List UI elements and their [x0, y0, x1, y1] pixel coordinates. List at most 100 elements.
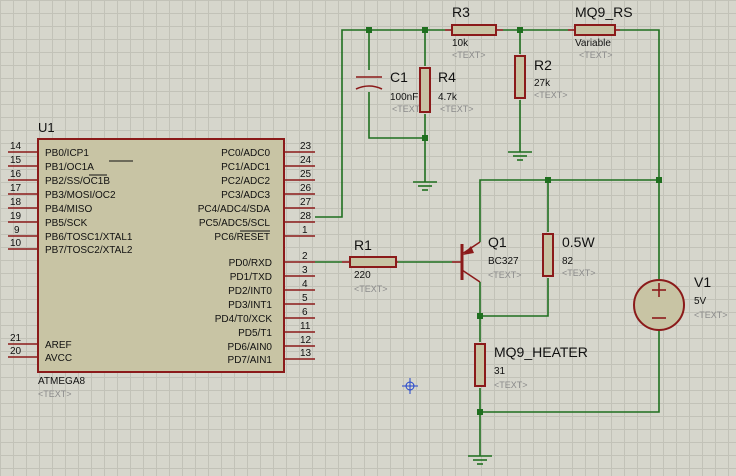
r2-ref: R2: [534, 57, 552, 73]
u1-ref: U1: [38, 120, 55, 135]
pin-label: PC4/ADC4/SDA: [198, 204, 271, 215]
pin-number: 5: [302, 293, 308, 304]
wire-c1-bottom: [368, 92, 425, 139]
pin-label: PD6/AIN0: [228, 342, 273, 353]
resistor-r3[interactable]: R3 10k <TEXT>: [445, 4, 503, 60]
r2-value: 27k: [534, 78, 551, 89]
resistor-r4[interactable]: R4 4.7k <TEXT>: [419, 67, 474, 114]
ground-symbol: [468, 455, 492, 465]
junction-dot: [517, 27, 523, 33]
junction-dot: [477, 409, 483, 415]
junction-dot: [366, 27, 372, 33]
voltage-source-v1[interactable]: V1 5V <TEXT>: [633, 274, 728, 331]
r4-value: 4.7k: [438, 92, 458, 103]
junction-dot: [422, 135, 428, 141]
mq9-rs-value: Variable: [575, 38, 611, 49]
r2-text-tag: <TEXT>: [534, 90, 568, 100]
r1-value: 220: [354, 270, 371, 281]
v1-value: 5V: [694, 296, 707, 307]
pin-number: 21: [10, 333, 22, 344]
pin-label: PC2/ADC2: [221, 176, 270, 187]
r3-ref: R3: [452, 4, 470, 20]
pin-number: 15: [10, 155, 22, 166]
wire-mq9rs-to-v1: [620, 29, 660, 280]
resistor-05w[interactable]: 0.5W 82 <TEXT>: [542, 233, 596, 278]
mq9-rs-ref: MQ9_RS: [575, 4, 633, 20]
pin-label: PD1/TXD: [230, 272, 272, 283]
c1-ref: C1: [390, 69, 408, 85]
wire-r-05w-bottom: [480, 278, 549, 317]
r3-text-tag: <TEXT>: [452, 50, 486, 60]
r4-ref: R4: [438, 69, 456, 85]
pin-number: 9: [14, 225, 20, 236]
wire-v1-to-ground: [480, 330, 660, 413]
mq9-heater-ref: MQ9_HEATER: [494, 344, 588, 360]
r-05w-value: 82: [562, 256, 574, 267]
r-05w-ref: 0.5W: [562, 234, 595, 250]
junction-dot: [422, 27, 428, 33]
pin-number: 18: [10, 197, 22, 208]
wires: [315, 29, 660, 456]
pin-number: 10: [10, 238, 22, 249]
r3-value: 10k: [452, 38, 469, 49]
resistor-r1[interactable]: R1 220 <TEXT>: [342, 237, 398, 294]
u1-part: ATMEGA8: [38, 376, 85, 387]
ground-symbol: [508, 151, 532, 161]
pin-label: PC5/ADC5/SCL: [199, 218, 271, 229]
pin-label: PD7/AIN1: [228, 355, 273, 366]
pin-number: 11: [300, 321, 311, 332]
pin-number: 6: [302, 307, 308, 318]
wire-collector-rail: [479, 179, 659, 242]
pin-number: 26: [300, 183, 312, 194]
q1-value: BC327: [488, 256, 519, 267]
pin-label: AVCC: [45, 353, 72, 364]
pin-label: PB5/SCK: [45, 218, 88, 229]
q1-ref: Q1: [488, 234, 507, 250]
pin-label: PB4/MISO: [45, 204, 92, 215]
pin-label: PB0/ICP1: [45, 148, 89, 159]
pin-label: PB6/TOSC1/XTAL1: [45, 232, 133, 243]
resistor-mq9-rs[interactable]: MQ9_RS Variable <TEXT>: [568, 4, 633, 60]
pin-label: PD2/INT0: [228, 286, 272, 297]
v1-ref: V1: [694, 274, 711, 290]
pin-number: 1: [302, 225, 308, 236]
pin-number: 27: [300, 197, 312, 208]
microcontroller-u1[interactable]: U1 ATMEGA8 <TEXT> 14 15 16 17 18 19 9 10…: [8, 120, 315, 399]
c1-text-tag: <TEXT>: [392, 104, 426, 114]
resistor-mq9-heater[interactable]: MQ9_HEATER 31 <TEXT>: [474, 343, 588, 390]
v1-text-tag: <TEXT>: [694, 310, 728, 320]
capacitor-c1[interactable]: C1 100nF <TEXT>: [355, 69, 426, 114]
pin-number: 4: [302, 279, 308, 290]
pin-number: 28: [300, 211, 312, 222]
pin-label: PD4/T0/XCK: [215, 314, 273, 325]
pin-label: PB1/OC1A: [45, 162, 94, 173]
wire-pc5-to-top-rail: [315, 29, 445, 218]
pin-label: PD3/INT1: [228, 300, 272, 311]
right-pins: 23 24 25 26 27 28 1 2 3 4 5 6 11 12 13 P…: [198, 141, 315, 366]
resistor-r2[interactable]: R2 27k <TEXT>: [514, 55, 568, 100]
pin-label: PB7/TOSC2/XTAL2: [45, 245, 133, 256]
r4-text-tag: <TEXT>: [440, 104, 474, 114]
pin-label: PC1/ADC1: [221, 162, 270, 173]
pin-number: 12: [300, 335, 312, 346]
pin-label: PD5/T1: [238, 328, 272, 339]
mq9-rs-text-tag: <TEXT>: [579, 50, 613, 60]
pin-label: PC6/RESET: [214, 232, 270, 243]
u1-text-tag: <TEXT>: [38, 389, 72, 399]
origin-marker-icon: [402, 378, 418, 394]
pin-label: PC0/ADC0: [221, 148, 270, 159]
pin-number: 20: [10, 346, 22, 357]
mq9-heater-value: 31: [494, 366, 506, 377]
pin-number: 16: [10, 169, 22, 180]
junctions: [366, 27, 662, 415]
pin-label: PC3/ADC3: [221, 190, 270, 201]
c1-value: 100nF: [390, 92, 418, 103]
pin-number: 14: [10, 141, 22, 152]
pin-number: 17: [10, 183, 22, 194]
pin-number: 25: [300, 169, 312, 180]
transistor-q1[interactable]: Q1 BC327 <TEXT>: [452, 234, 522, 283]
left-pins: 14 15 16 17 18 19 9 10 21 20 PB0/ICP1 PB…: [8, 141, 133, 364]
pin-label: PB2/SS/OC1B: [45, 176, 110, 187]
